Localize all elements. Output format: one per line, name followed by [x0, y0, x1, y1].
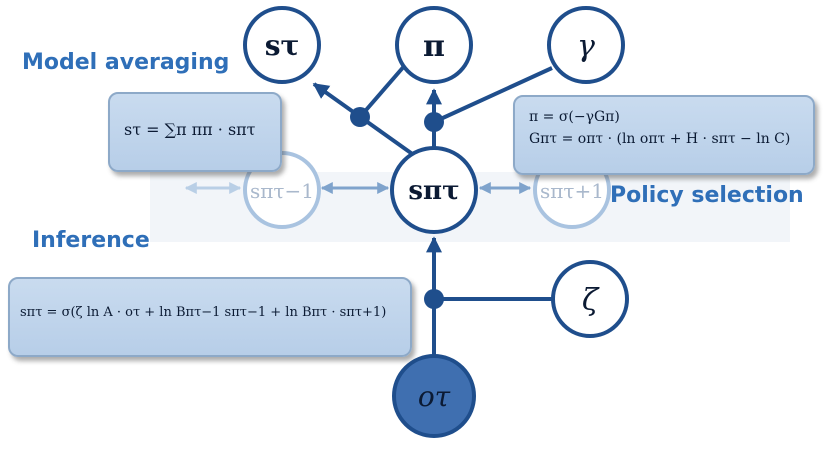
inference-title: Inference [32, 228, 150, 253]
policy-G-equation: Gπτ = oπτ · (ln oπτ + H · sπτ − ln C) [529, 130, 791, 147]
node-gamma: γ [547, 6, 625, 84]
junction-gamma [424, 112, 444, 132]
policy-pi-equation: π = σ(−γGπ) [529, 109, 620, 125]
model-averaging-box: sτ = ∑π ππ · sπτ [108, 92, 282, 172]
edge-gamma [433, 66, 553, 124]
node-o-tau-label: oτ [418, 380, 451, 413]
node-gamma-label: γ [577, 29, 595, 64]
node-s-pi-tau-next-label: sπτ+1 [540, 179, 604, 203]
policy-selection-title: Policy selection [610, 183, 804, 208]
junction-average [350, 107, 370, 127]
edge-pi-to-average [358, 62, 408, 119]
node-s-pi-tau: sπτ [390, 146, 478, 234]
edges [184, 62, 555, 358]
node-o-tau: oτ [392, 354, 476, 438]
inference-box: sπτ = σ(ζ ln A · oτ + ln Bπτ−1 sπτ−1 + l… [8, 277, 412, 357]
policy-selection-box: π = σ(−γGπ) Gπτ = oπτ · (ln oπτ + H · sπ… [513, 95, 815, 175]
inference-equation: sπτ = σ(ζ ln A · oτ + ln Bπτ−1 sπτ−1 + l… [20, 305, 387, 320]
model-averaging-title: Model averaging [22, 50, 230, 75]
node-zeta-label: ζ [582, 283, 600, 318]
node-s-tau-label: sτ [265, 29, 300, 62]
node-s-tau: sτ [243, 6, 321, 84]
node-pi: π [395, 6, 473, 84]
node-s-pi-tau-prev-label: sπτ−1 [250, 179, 314, 203]
model-averaging-equation: sτ = ∑π ππ · sπτ [124, 120, 256, 139]
node-s-pi-tau-label: sπτ [408, 176, 459, 206]
junction-zeta [424, 289, 444, 309]
node-zeta: ζ [551, 260, 629, 338]
node-pi-label: π [423, 29, 445, 64]
